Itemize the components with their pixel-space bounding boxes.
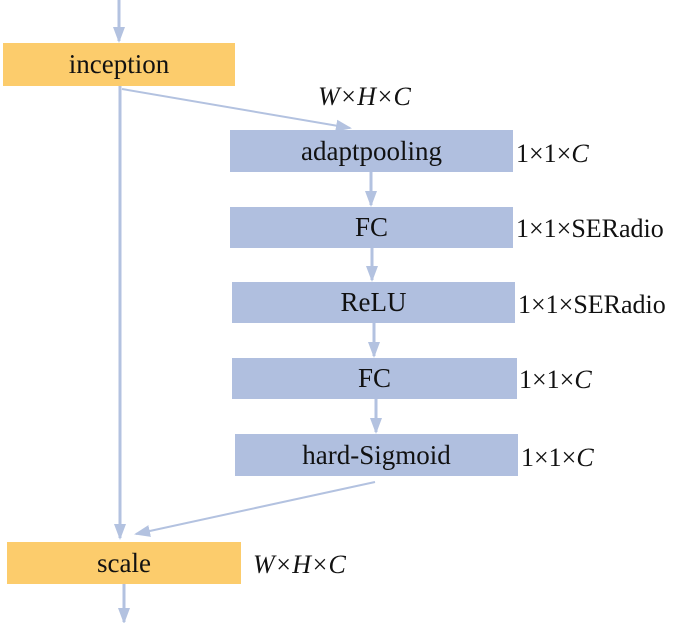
edge-hard-sigmoid-to-scale <box>134 481 376 537</box>
node-scale: scale <box>7 542 241 584</box>
dim-label-fc2: 1×1×C <box>519 365 592 394</box>
dim-label-hard-sigmoid: 1×1×C <box>521 443 594 472</box>
node-hard-sigmoid: hard-Sigmoid <box>235 434 518 476</box>
dim-label-fc1: 1×1×SERadio <box>516 214 664 243</box>
dim-label-input: W×H×C <box>318 82 411 111</box>
node-adaptpooling: adaptpooling <box>230 130 513 172</box>
dim-label-scale: W×H×C <box>253 550 346 579</box>
node-relu: ReLU <box>232 282 515 323</box>
node-fc2-label: FC <box>357 363 392 393</box>
node-fc2: FC <box>232 358 517 399</box>
node-hard-sigmoid-label: hard-Sigmoid <box>302 439 451 470</box>
node-relu-label: ReLU <box>340 287 407 317</box>
node-inception: inception <box>3 43 235 86</box>
node-fc1: FC <box>230 207 513 248</box>
edge-inception-to-adaptpooling <box>121 88 352 132</box>
node-inception-label: inception <box>68 49 170 79</box>
node-adaptpooling-label: adaptpooling <box>301 135 442 166</box>
dim-label-adaptpooling: 1×1×C <box>516 139 589 168</box>
node-scale-label: scale <box>97 547 151 578</box>
dim-label-relu: 1×1×SERadio <box>518 290 666 319</box>
node-fc1-label: FC <box>354 212 389 242</box>
